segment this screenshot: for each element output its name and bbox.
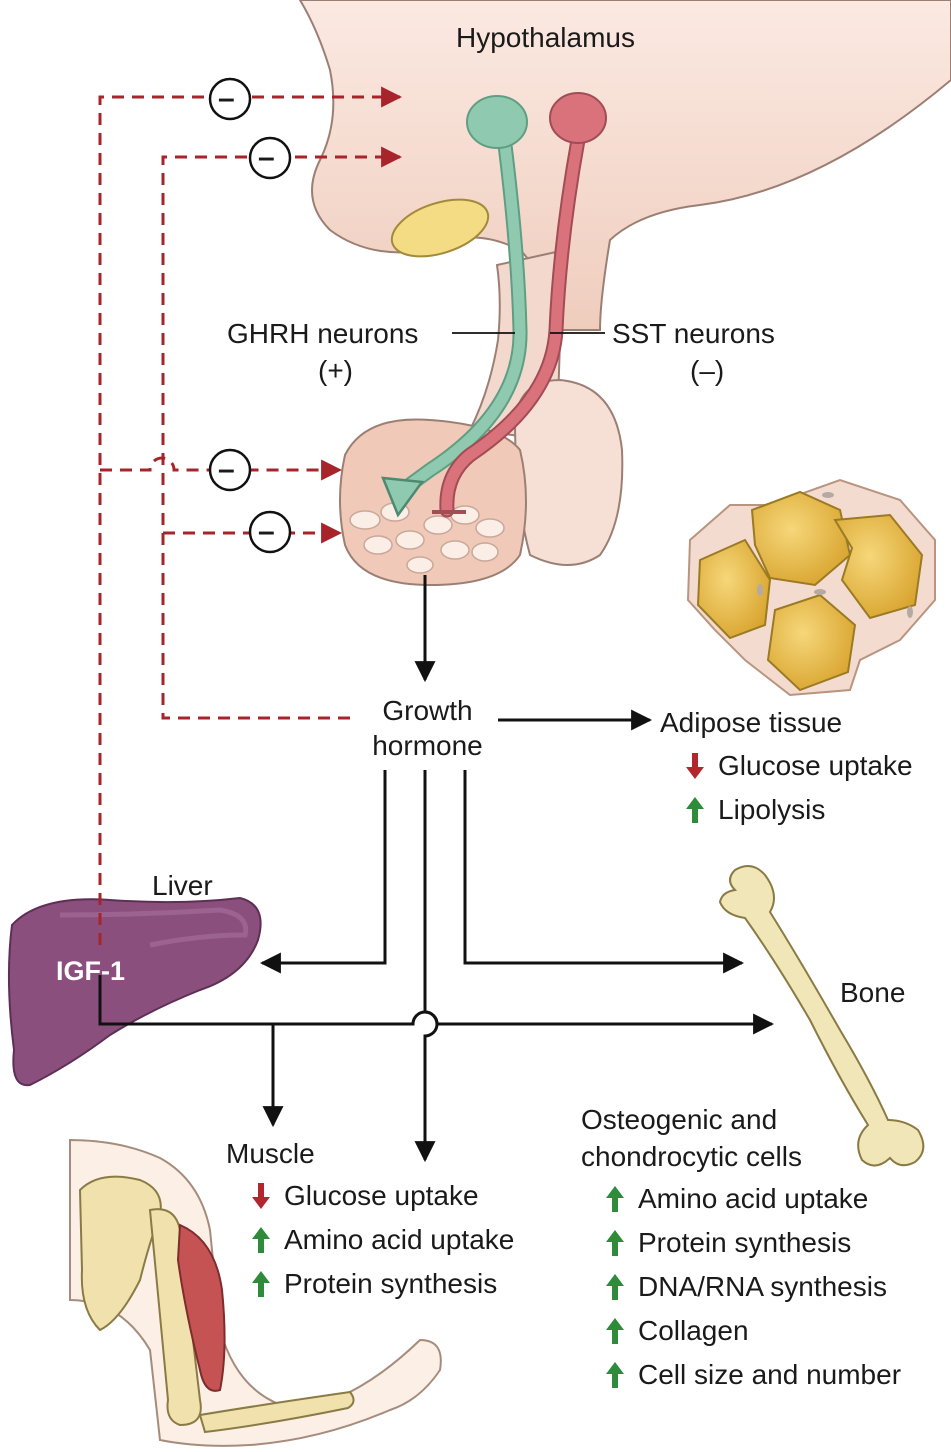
growth-hormone-line2: hormone xyxy=(372,730,483,761)
effect-text: Glucose uptake xyxy=(284,1180,479,1211)
effect-text: Cell size and number xyxy=(638,1359,902,1390)
effect-item: DNA/RNA synthesis xyxy=(604,1271,887,1303)
down-arrow-icon xyxy=(684,751,706,781)
inhibition-sign-1: – xyxy=(218,82,235,115)
hypothalamus-label: Hypothalamus xyxy=(456,22,635,53)
osteo-label-line1: Osteogenic and xyxy=(581,1104,778,1135)
sst-sign-label: (–) xyxy=(690,355,725,386)
liver xyxy=(7,896,262,1087)
igf1-feedback-line xyxy=(98,86,403,945)
gh-pathways xyxy=(98,575,775,1163)
igf1-to-bone-arrow xyxy=(98,975,775,1035)
arm-illustration xyxy=(69,1138,442,1447)
gh-to-muscle-arrow xyxy=(414,770,439,1163)
inhibition-sign-4: – xyxy=(258,515,275,548)
effect-text: Glucose uptake xyxy=(718,750,913,781)
ghrh-neurons-label: GHRH neurons xyxy=(227,318,419,349)
inhibition-sign-2: – xyxy=(258,141,275,174)
inhibition-circles xyxy=(208,77,292,554)
down-arrow-icon xyxy=(250,1181,272,1211)
inhibition-sign-3: – xyxy=(218,453,235,486)
effect-text: Collagen xyxy=(638,1315,749,1346)
gh-to-bone-arrow xyxy=(463,770,745,974)
bone xyxy=(718,865,925,1167)
osteo-label-line2: chondrocytic cells xyxy=(581,1141,802,1172)
up-arrow-icon xyxy=(250,1269,272,1299)
bone-label: Bone xyxy=(840,977,906,1008)
gh-to-liver-arrow xyxy=(259,770,387,974)
biceps-muscle xyxy=(176,1223,226,1392)
effect-item: Collagen xyxy=(604,1315,749,1347)
ghrh-arrowhead xyxy=(381,476,425,518)
effect-text: Amino acid uptake xyxy=(638,1183,869,1214)
effect-item: Protein synthesis xyxy=(250,1268,497,1300)
adipose-cells xyxy=(686,478,936,697)
effect-item: Amino acid uptake xyxy=(250,1224,514,1256)
ghrh-neuron-body xyxy=(466,95,528,149)
up-arrow-icon xyxy=(604,1316,626,1346)
effect-text: Lipolysis xyxy=(718,794,826,825)
effect-item: Glucose uptake xyxy=(250,1180,479,1212)
effect-item: Cell size and number xyxy=(604,1359,901,1391)
optic-chiasm xyxy=(390,198,490,258)
igf1-label: IGF-1 xyxy=(56,956,126,986)
liver-label: Liver xyxy=(152,870,213,901)
growth-hormone-line1: Growth xyxy=(382,695,473,726)
up-arrow-icon xyxy=(250,1225,272,1255)
effect-item: Amino acid uptake xyxy=(604,1183,868,1215)
sst-neuron-body xyxy=(549,92,607,144)
adipose-tissue-label: Adipose tissue xyxy=(660,707,843,738)
muscle-label: Muscle xyxy=(226,1138,315,1169)
effect-text: Protein synthesis xyxy=(638,1227,852,1258)
up-arrow-icon xyxy=(604,1272,626,1302)
effect-item: Protein synthesis xyxy=(604,1227,851,1259)
up-arrow-icon xyxy=(604,1228,626,1258)
anterior-pituitary xyxy=(339,418,527,587)
effect-item: Glucose uptake xyxy=(684,750,913,782)
effect-text: Protein synthesis xyxy=(284,1268,498,1299)
effect-text: Amino acid uptake xyxy=(284,1224,515,1255)
effect-item: Lipolysis xyxy=(684,794,825,826)
up-arrow-icon xyxy=(604,1184,626,1214)
ghrh-sign-label: (+) xyxy=(318,355,353,386)
effect-text: DNA/RNA synthesis xyxy=(638,1271,887,1302)
up-arrow-icon xyxy=(604,1360,626,1390)
sst-neurons-label: SST neurons xyxy=(612,318,775,349)
growth-hormone-label: Growth hormone xyxy=(360,693,495,763)
pituitary-cells xyxy=(349,502,505,574)
up-arrow-icon xyxy=(684,795,706,825)
